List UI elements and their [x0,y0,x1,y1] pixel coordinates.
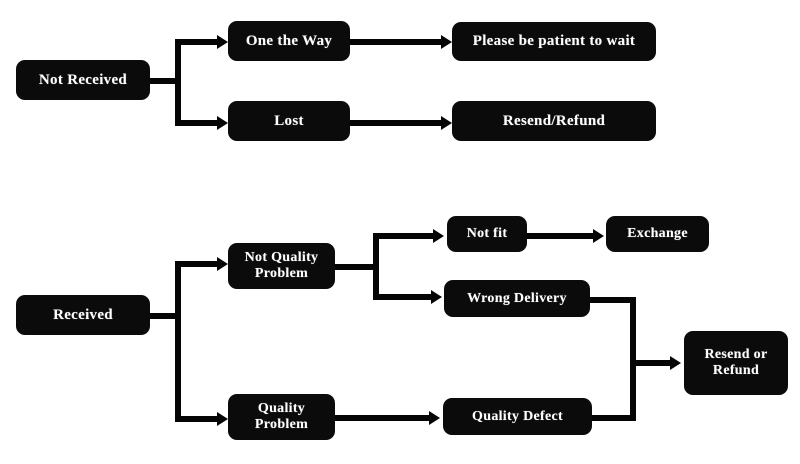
edge-received-to-junction [150,313,181,319]
edge-lost-to-resend-refund [350,120,443,126]
edge-wrong-delivery-to-merge [589,297,636,303]
node-wrong-delivery[interactable]: Wrong Delivery [444,280,590,317]
arrowhead-to-exchange [593,229,604,243]
node-quality-problem-line2: Problem [254,417,309,432]
arrowhead-to-lost [217,116,228,130]
node-not-quality-problem[interactable]: Not Quality Problem [228,243,335,289]
arrowhead-to-please-wait [441,35,452,49]
arrowhead-to-not-quality-problem [217,257,228,271]
node-not-received[interactable]: Not Received [16,60,150,100]
arrowhead-to-quality-defect [429,411,440,425]
node-quality-problem[interactable]: Quality Problem [228,394,335,440]
node-resend-or-refund-line2: Refund [712,363,760,378]
edge-not-fit-to-exchange [527,233,595,239]
arrowhead-to-quality-problem [217,412,228,426]
arrowhead-to-resend-refund [441,116,452,130]
node-not-quality-problem-line1: Not Quality [244,250,319,266]
node-exchange[interactable]: Exchange [606,216,709,252]
node-lost[interactable]: Lost [228,101,350,141]
node-please-be-patient-to-wait[interactable]: Please be patient to wait [452,22,656,61]
node-received[interactable]: Received [16,295,150,335]
edge-junction-to-quality-problem [175,416,219,422]
edge-quality-defect-to-merge [589,415,636,421]
node-resend-refund[interactable]: Resend/Refund [452,101,656,141]
edge-not-received-to-junction [150,78,181,84]
edge-subjunction-to-not-fit [373,233,435,239]
edge-quality-problem-to-quality-defect [335,415,431,421]
arrowhead-to-one-the-way [217,35,228,49]
arrowhead-to-wrong-delivery [431,290,442,304]
node-not-fit[interactable]: Not fit [447,216,527,252]
edge-merge-to-resend-or-refund [630,360,672,366]
edge-junction-vertical-bottom [175,264,181,422]
node-one-the-way[interactable]: One the Way [228,21,350,61]
edge-junction-to-lost [175,120,219,126]
edge-subjunction-vertical [373,233,379,300]
node-quality-problem-line1: Quality [257,401,306,417]
edge-junction-to-not-quality-problem [175,261,219,267]
edge-junction-vertical-top [175,42,181,126]
arrowhead-to-not-fit [433,229,444,243]
edge-merge-vertical [630,297,636,421]
edge-one-the-way-to-please-wait [350,39,443,45]
node-resend-or-refund-line1: Resend or [704,347,768,363]
node-quality-defect[interactable]: Quality Defect [443,398,592,435]
node-not-quality-problem-line2: Problem [254,266,309,281]
node-resend-or-refund[interactable]: Resend or Refund [684,331,788,395]
edge-subjunction-to-wrong-delivery [373,294,433,300]
edge-not-quality-problem-to-subjunction [335,264,379,270]
edge-junction-to-one-the-way [175,39,219,45]
arrowhead-to-resend-or-refund [670,356,681,370]
